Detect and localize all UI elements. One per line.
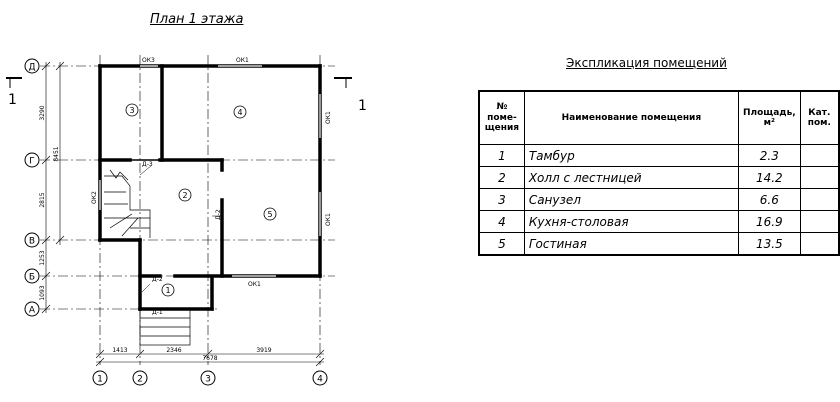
section-mark-right: 1 (358, 98, 367, 114)
table-row: 5 Гостиная 13.5 (478, 232, 840, 256)
room-number: 3 (129, 106, 134, 115)
door-label: Д-3 (142, 161, 153, 168)
table-row: 4 Кухня-столовая 16.9 (478, 210, 840, 233)
cell-room-name: Санузел (523, 188, 739, 211)
room-number: 1 (165, 286, 170, 295)
cell-area: 14.2 (737, 166, 801, 189)
dim-label: 3919 (256, 347, 271, 354)
cell-room-name: Гостиная (523, 232, 739, 256)
table-row: 1 Тамбур 2.3 (478, 144, 840, 167)
axis-letter: Д (28, 63, 35, 73)
room-number: 5 (267, 210, 272, 219)
cell-area: 13.5 (737, 232, 801, 256)
cell-category (799, 210, 840, 233)
cell-room-name: Холл с лестницей (523, 166, 739, 189)
dim-label: 2815 (39, 192, 46, 207)
dim-label: 1413 (112, 347, 127, 354)
header-room-number: № поме-щения (478, 90, 525, 145)
dim-label: 7678 (202, 355, 217, 362)
dim-label: 3290 (39, 105, 46, 120)
dim-label: 1093 (39, 285, 46, 300)
window-label: ОК3 (142, 57, 155, 64)
cell-room-name: Кухня-столовая (523, 210, 739, 233)
axis-number: 4 (317, 375, 323, 385)
axis-number: 3 (205, 375, 211, 385)
door-label: Д-2 (215, 209, 222, 220)
axis-letter: Б (29, 273, 35, 283)
cell-area: 2.3 (737, 144, 801, 167)
explication-title: Экспликация помещений (566, 56, 727, 70)
cell-room-number: 1 (478, 144, 525, 167)
axis-letter: В (29, 237, 35, 247)
room-number: 4 (237, 108, 242, 117)
room-number: 2 (182, 191, 187, 200)
plan-title: План 1 этажа (150, 12, 244, 27)
window-label: ОК1 (325, 213, 332, 226)
door-label: Д-1 (152, 309, 163, 316)
cell-area: 16.9 (737, 210, 801, 233)
window-label: ОК1 (325, 111, 332, 124)
cell-category (799, 232, 840, 256)
cell-category (799, 144, 840, 167)
header-area: Площадь, м² (737, 90, 801, 145)
door-label: Д-2 (152, 276, 163, 283)
cell-category (799, 166, 840, 189)
cell-room-number: 5 (478, 232, 525, 256)
dim-label: 2346 (166, 347, 181, 354)
dim-label: 1253 (39, 250, 46, 265)
window-label: ОК1 (236, 57, 249, 64)
window-label: ОК2 (91, 191, 98, 204)
axis-number: 2 (137, 375, 143, 385)
cell-room-number: 3 (478, 188, 525, 211)
section-mark-left: 1 (8, 92, 17, 108)
explication-table: № поме-щения Наименование помещения Площ… (478, 90, 840, 256)
window-label: ОК1 (248, 281, 261, 288)
axis-letter: А (29, 306, 36, 316)
table-header-row: № поме-щения Наименование помещения Площ… (478, 90, 840, 145)
axis-number: 1 (97, 375, 103, 385)
cell-area: 6.6 (737, 188, 801, 211)
header-category: Кат. пом. (799, 90, 840, 145)
cell-room-number: 2 (478, 166, 525, 189)
axis-letter: Г (29, 157, 35, 167)
cell-category (799, 188, 840, 211)
table-row: 2 Холл с лестницей 14.2 (478, 166, 840, 189)
dim-label: 8451 (53, 146, 60, 161)
cell-room-number: 4 (478, 210, 525, 233)
cell-room-name: Тамбур (523, 144, 739, 167)
header-room-name: Наименование помещения (523, 90, 739, 145)
table-row: 3 Санузел 6.6 (478, 188, 840, 211)
